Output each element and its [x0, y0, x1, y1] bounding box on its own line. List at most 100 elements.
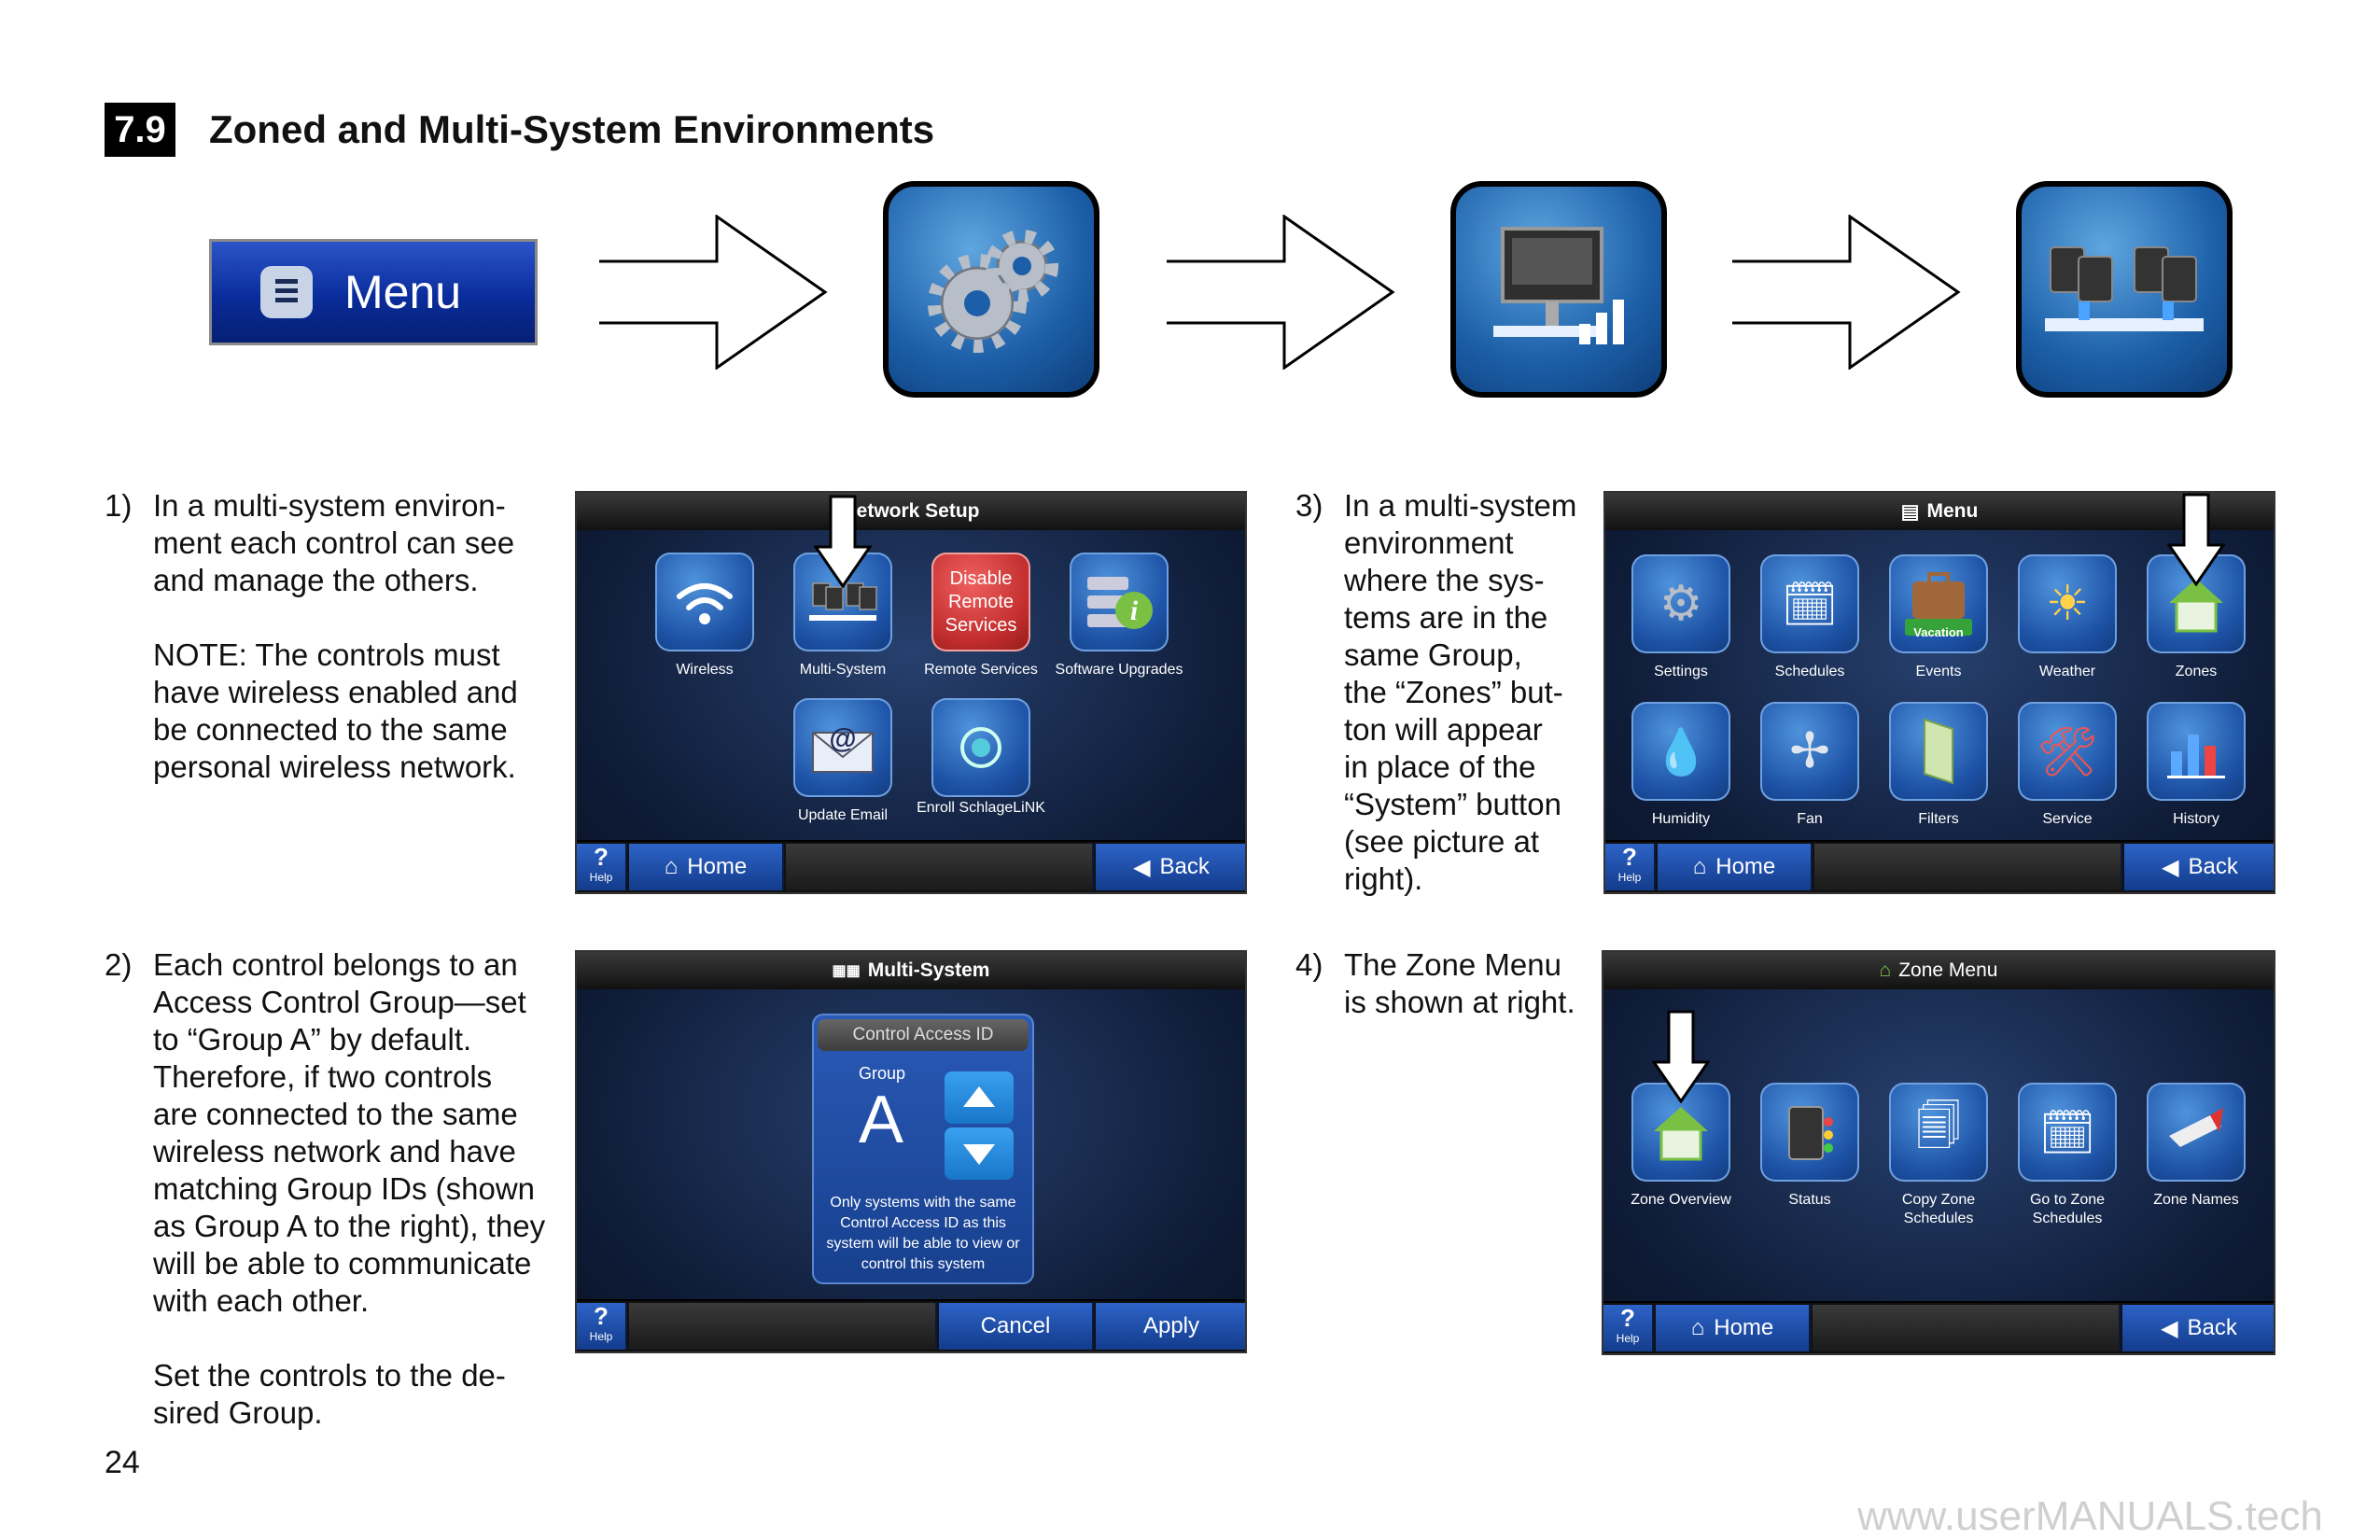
- tile-label: Zone Overview: [1631, 1192, 1731, 1208]
- network-setup-icon: [1450, 181, 1667, 398]
- filter-icon: [1924, 718, 1953, 785]
- multi-system-icon: ▦▦: [832, 963, 861, 979]
- screen-title: Network Setup: [577, 493, 1245, 530]
- help-button[interactable]: ?Help: [1605, 844, 1656, 890]
- tile-label: Service: [2042, 811, 2093, 827]
- apply-button[interactable]: Apply: [1096, 1303, 1245, 1350]
- cancel-button[interactable]: Cancel: [939, 1303, 1094, 1350]
- help-label: Help: [589, 871, 613, 884]
- flow-arrow-3: [1732, 215, 1961, 370]
- section-number: 7.9: [105, 103, 175, 157]
- tile-label: Zone Names: [2153, 1192, 2239, 1208]
- step-2: 2) Each control belongs to an Access Con…: [105, 946, 571, 1432]
- help-icon: ?: [1620, 1304, 1635, 1332]
- status-tile[interactable]: [1760, 1083, 1859, 1182]
- service-tile[interactable]: 🛠: [2018, 702, 2117, 801]
- copy-zone-schedules-tile[interactable]: 🗐: [1889, 1083, 1988, 1182]
- home-icon: ⌂: [1690, 1315, 1705, 1340]
- step-number: 3): [1295, 488, 1323, 523]
- schedules-tile[interactable]: 🗓: [1760, 554, 1859, 653]
- humidity-tile[interactable]: 💧: [1631, 702, 1730, 801]
- screen-footer: ?Help Cancel Apply: [577, 1299, 1245, 1351]
- menu-icon: ▤: [1900, 500, 1920, 523]
- back-label: Back: [2188, 854, 2238, 879]
- zone-names-tile[interactable]: [2147, 1083, 2246, 1182]
- home-icon: ⌂: [1692, 854, 1707, 879]
- back-button[interactable]: ◀Back: [2122, 1305, 2274, 1351]
- up-arrow-icon: [963, 1086, 995, 1107]
- menu-screen: ▤Menu ⚙ Settings 🗓 Schedules Vacation Ev…: [1603, 491, 2275, 894]
- fan-tile[interactable]: ✢: [1760, 702, 1859, 801]
- tile-label: Events: [1915, 664, 1962, 679]
- group-down-button[interactable]: [945, 1127, 1014, 1180]
- home-button[interactable]: ⌂Home: [1658, 844, 1813, 890]
- step-1: 1) In a multi-system environ- ment each …: [105, 487, 571, 786]
- filters-tile[interactable]: [1889, 702, 1988, 801]
- flow-arrow-1: [599, 215, 828, 370]
- back-arrow-icon: ◀: [2161, 1315, 2178, 1341]
- home-button[interactable]: ⌂Home: [1656, 1305, 1811, 1351]
- tile-label: Settings: [1654, 664, 1708, 679]
- help-label: Help: [589, 1330, 613, 1343]
- enroll-schlagelink-tile[interactable]: [931, 698, 1030, 797]
- tile-label: Wireless: [676, 662, 734, 678]
- help-button[interactable]: ?Help: [1603, 1305, 1654, 1351]
- step-text: The Zone Menu is shown at right.: [1344, 947, 1575, 1019]
- tile-label: Filters: [1918, 811, 1959, 827]
- step-text: Each control belongs to an Access Contro…: [153, 947, 546, 1430]
- service-tools-icon: 🛠: [2036, 724, 2098, 779]
- tile-label: Humidity: [1651, 811, 1711, 827]
- help-button[interactable]: ?Help: [577, 1303, 627, 1350]
- multi-system-icon: [809, 582, 877, 621]
- step-3: 3) In a multi-system environment where t…: [1295, 487, 1594, 907]
- update-email-tile[interactable]: @: [793, 698, 892, 797]
- help-button[interactable]: ?Help: [577, 844, 627, 890]
- group-label: Group: [859, 1064, 906, 1083]
- home-button[interactable]: ⌂Home: [629, 844, 784, 890]
- tile-label: Remote Services: [924, 662, 1038, 678]
- fan-icon: ✢: [1789, 724, 1830, 778]
- group-up-button[interactable]: [945, 1071, 1014, 1124]
- page-number: 24: [105, 1445, 140, 1480]
- settings-tile[interactable]: ⚙: [1631, 554, 1730, 653]
- back-button[interactable]: ◀Back: [2124, 844, 2274, 890]
- zone-overview-tile[interactable]: [1631, 1083, 1730, 1182]
- help-icon: ?: [594, 1302, 609, 1330]
- calendar-clock-icon: 🗓: [2038, 1108, 2096, 1158]
- zone-menu-screen: ⌂Zone Menu Zone Overview Status 🗐 Copy Z…: [1602, 950, 2275, 1355]
- screen-footer: ?Help ⌂Home ◀Back: [1603, 1301, 2274, 1353]
- wifi-icon: [677, 583, 733, 624]
- wireless-tile[interactable]: [655, 553, 754, 651]
- step-number: 1): [105, 488, 133, 523]
- step-number: 2): [105, 947, 133, 982]
- screen-title: ⌂Zone Menu: [1603, 952, 2274, 989]
- software-upgrades-tile[interactable]: i: [1070, 553, 1169, 651]
- tile-label: Multi-System: [799, 662, 887, 678]
- tile-label: Go to Zone Schedules: [2029, 1192, 2106, 1226]
- email-icon: @: [812, 723, 874, 773]
- weather-tile[interactable]: ☀: [2018, 554, 2117, 653]
- gears-icon: [883, 181, 1099, 398]
- tile-label: Weather: [2038, 664, 2096, 679]
- group-value: A: [859, 1083, 904, 1157]
- history-tile[interactable]: [2147, 702, 2246, 801]
- menu-button-label: Menu: [344, 266, 462, 318]
- back-arrow-icon: ◀: [1133, 854, 1151, 880]
- network-setup-screen: Network Setup Wireless Multi-System Disa…: [575, 491, 1247, 894]
- tile-label: Fan: [1797, 811, 1823, 827]
- suitcase-icon: [1905, 572, 1972, 636]
- go-to-zone-schedules-tile[interactable]: 🗓: [2018, 1083, 2117, 1182]
- screen-footer: ?Help ⌂Home ◀Back: [1605, 840, 2274, 892]
- screen-footer: ?Help ⌂Home ◀ Back: [577, 840, 1245, 892]
- disable-remote-services-button[interactable]: Disable Remote Services: [931, 553, 1030, 651]
- home-label: Home: [687, 854, 748, 879]
- menu-icon: [260, 266, 313, 318]
- footer-spacer: [786, 844, 1094, 890]
- help-label: Help: [1617, 871, 1642, 884]
- step-number: 4): [1295, 947, 1323, 982]
- tile-label: Status: [1788, 1192, 1831, 1208]
- back-button[interactable]: ◀ Back: [1096, 844, 1245, 890]
- events-tile[interactable]: Vacation: [1889, 554, 1988, 653]
- screen-title: ▤Menu: [1605, 493, 2274, 530]
- back-label: Back: [1159, 854, 1210, 879]
